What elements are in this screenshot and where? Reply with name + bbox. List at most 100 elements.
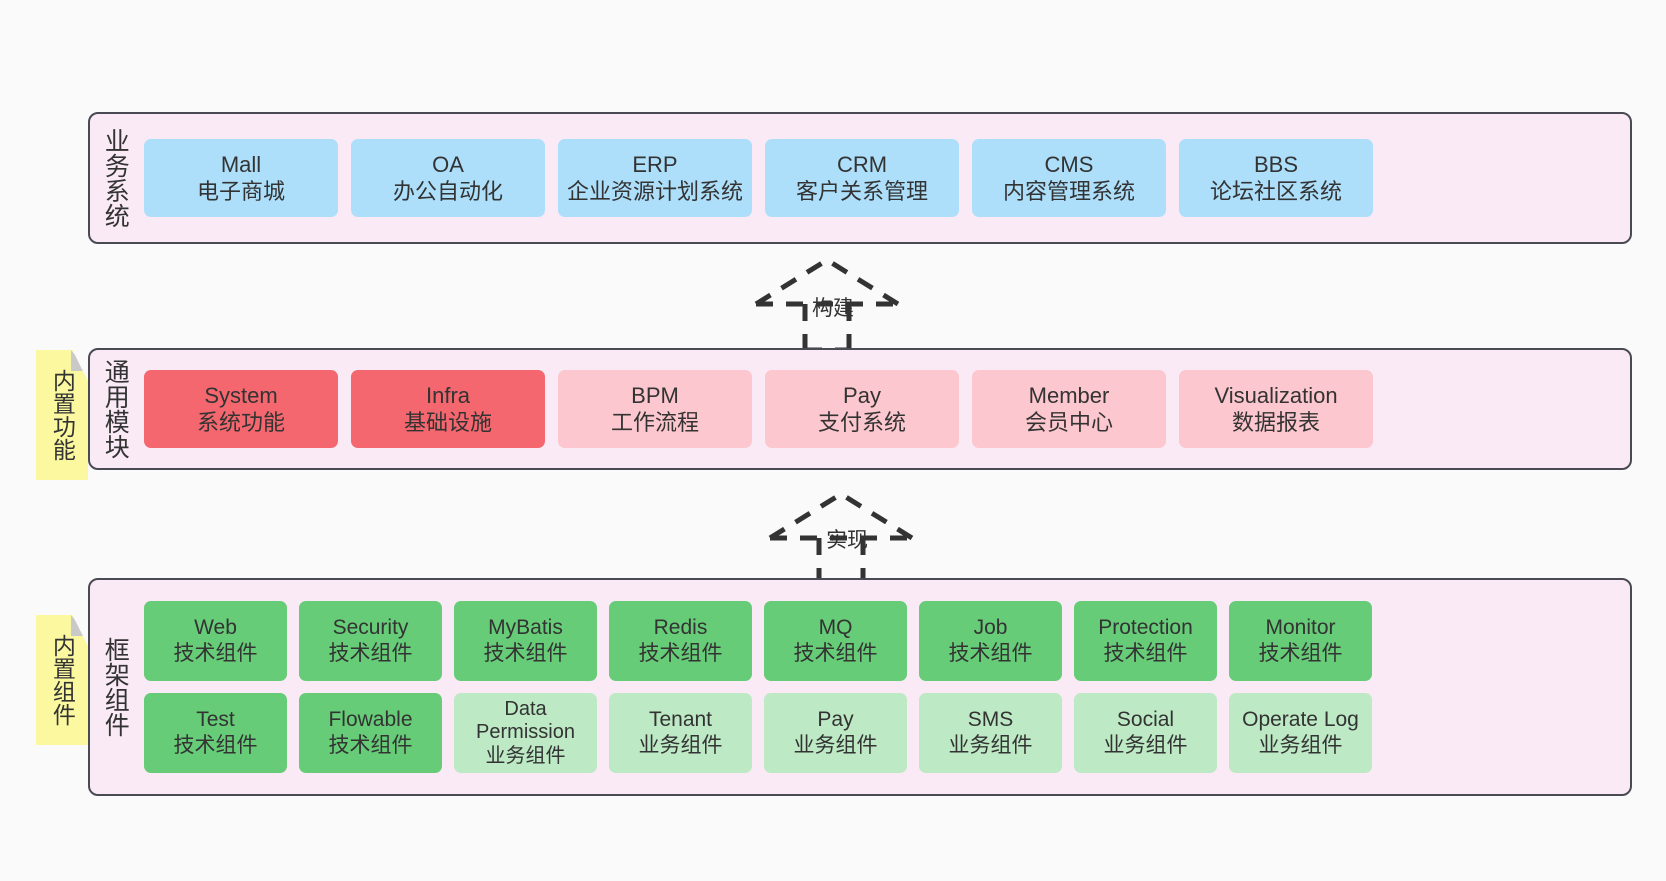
card-flowable[interactable]: Flowable 技术组件 — [299, 693, 442, 773]
folded-corner-icon — [71, 615, 88, 636]
card-code: Job — [973, 615, 1008, 639]
card-test[interactable]: Test 技术组件 — [144, 693, 287, 773]
card-code: Visualization — [1214, 382, 1338, 408]
card-desc: 工作流程 — [610, 410, 699, 435]
card-oa[interactable]: OA 办公自动化 — [351, 139, 545, 217]
card-data-permission[interactable]: Data Permission 业务组件 — [454, 693, 597, 773]
folded-corner-icon — [71, 350, 88, 371]
layer-title-business: 业务系统 — [101, 128, 130, 228]
card-pay-module[interactable]: Pay 支付系统 — [765, 370, 959, 448]
card-code: Flowable — [328, 707, 413, 731]
card-desc: 论坛社区系统 — [1209, 179, 1342, 204]
card-code: CMS — [1044, 151, 1094, 177]
card-desc: 技术组件 — [173, 642, 258, 665]
card-code: Member — [1028, 382, 1110, 408]
card-desc: 技术组件 — [483, 642, 568, 665]
card-operate-log[interactable]: Operate Log 业务组件 — [1229, 693, 1372, 773]
layer-body-business: Mall 电子商城 OA 办公自动化 ERP 企业资源计划系统 CRM 客户关系… — [140, 114, 1630, 242]
card-desc: 企业资源计划系统 — [566, 179, 743, 204]
card-redis[interactable]: Redis 技术组件 — [609, 601, 752, 681]
card-member[interactable]: Member 会员中心 — [972, 370, 1166, 448]
card-code: Protection — [1098, 615, 1193, 639]
card-web[interactable]: Web 技术组件 — [144, 601, 287, 681]
card-infra[interactable]: Infra 基础设施 — [351, 370, 545, 448]
card-bpm[interactable]: BPM 工作流程 — [558, 370, 752, 448]
layer-framework-components: 框架组件 Web 技术组件 Security 技术组件 MyBatis 技术组件… — [88, 578, 1632, 796]
card-code: Redis — [653, 615, 708, 639]
card-job[interactable]: Job 技术组件 — [919, 601, 1062, 681]
card-code: Tenant — [648, 707, 713, 731]
card-code: Test — [196, 707, 235, 731]
card-sms[interactable]: SMS 业务组件 — [919, 693, 1062, 773]
card-code: SMS — [967, 707, 1014, 731]
card-erp[interactable]: ERP 企业资源计划系统 — [558, 139, 752, 217]
card-desc: 内容管理系统 — [1002, 179, 1135, 204]
card-desc: 客户关系管理 — [795, 179, 928, 204]
card-code: Infra — [425, 382, 471, 408]
card-bbs[interactable]: BBS 论坛社区系统 — [1179, 139, 1373, 217]
card-cms[interactable]: CMS 内容管理系统 — [972, 139, 1166, 217]
note-builtin-function: 内置功能 — [36, 350, 88, 480]
card-desc: 业务组件 — [638, 734, 723, 757]
card-code: OA — [432, 151, 464, 177]
card-desc: 技术组件 — [1258, 642, 1343, 665]
card-desc: 业务组件 — [1103, 734, 1188, 757]
card-desc: 业务组件 — [485, 744, 566, 767]
layer-body-framework: Web 技术组件 Security 技术组件 MyBatis 技术组件 Redi… — [140, 580, 1630, 794]
card-code: System — [204, 382, 278, 408]
card-code: Security — [332, 615, 409, 639]
card-monitor[interactable]: Monitor 技术组件 — [1229, 601, 1372, 681]
card-code: BPM — [631, 382, 679, 408]
layer-business-systems: 业务系统 Mall 电子商城 OA 办公自动化 ERP 企业资源计划系统 CRM… — [88, 112, 1632, 244]
card-code: Operate Log — [1242, 707, 1359, 731]
card-protection[interactable]: Protection 技术组件 — [1074, 601, 1217, 681]
card-desc: 技术组件 — [328, 734, 413, 757]
layer-body-modules: System 系统功能 Infra 基础设施 BPM 工作流程 Pay 支付系统… — [140, 350, 1630, 468]
card-security[interactable]: Security 技术组件 — [299, 601, 442, 681]
card-desc: 基础设施 — [403, 410, 492, 435]
card-desc: 数据报表 — [1231, 410, 1320, 435]
card-mq[interactable]: MQ 技术组件 — [764, 601, 907, 681]
card-desc: 电子商城 — [196, 179, 285, 204]
card-mall[interactable]: Mall 电子商城 — [144, 139, 338, 217]
card-code: Monitor — [1265, 615, 1336, 639]
card-code: MQ — [818, 615, 853, 639]
card-code: Social — [1116, 707, 1175, 731]
layer-title-modules: 通用模块 — [101, 359, 130, 459]
card-desc: 技术组件 — [1103, 642, 1188, 665]
card-code: MyBatis — [488, 615, 563, 639]
note-text: 内置组件 — [49, 634, 76, 726]
card-desc: 支付系统 — [817, 410, 906, 435]
note-text: 内置功能 — [49, 369, 76, 461]
card-code: Pay — [843, 382, 881, 408]
card-system[interactable]: System 系统功能 — [144, 370, 338, 448]
note-builtin-component: 内置组件 — [36, 615, 88, 745]
implement-arrow-label: 实现 — [826, 529, 868, 552]
card-visualization[interactable]: Visualization 数据报表 — [1179, 370, 1373, 448]
card-desc: 技术组件 — [173, 734, 258, 757]
card-desc: 业务组件 — [793, 734, 878, 757]
card-desc: 技术组件 — [638, 642, 723, 665]
card-code: Web — [194, 615, 237, 639]
card-crm[interactable]: CRM 客户关系管理 — [765, 139, 959, 217]
card-code: Data Permission — [476, 697, 575, 744]
card-code: BBS — [1253, 151, 1299, 177]
card-desc: 技术组件 — [793, 642, 878, 665]
card-social[interactable]: Social 业务组件 — [1074, 693, 1217, 773]
framework-row-business: Test 技术组件 Flowable 技术组件 Data Permission … — [144, 693, 1372, 773]
card-tenant[interactable]: Tenant 业务组件 — [609, 693, 752, 773]
card-desc: 办公自动化 — [392, 179, 503, 204]
framework-row-tech: Web 技术组件 Security 技术组件 MyBatis 技术组件 Redi… — [144, 601, 1372, 681]
card-code: ERP — [632, 151, 678, 177]
card-desc: 技术组件 — [328, 642, 413, 665]
build-arrow-label: 构建 — [812, 297, 854, 320]
card-desc: 业务组件 — [1258, 734, 1343, 757]
card-code: Mall — [220, 151, 262, 177]
card-code: CRM — [836, 151, 888, 177]
card-pay-component[interactable]: Pay 业务组件 — [764, 693, 907, 773]
card-mybatis[interactable]: MyBatis 技术组件 — [454, 601, 597, 681]
card-code: Pay — [817, 707, 854, 731]
layer-title-framework: 框架组件 — [101, 637, 130, 737]
card-desc: 会员中心 — [1024, 410, 1113, 435]
